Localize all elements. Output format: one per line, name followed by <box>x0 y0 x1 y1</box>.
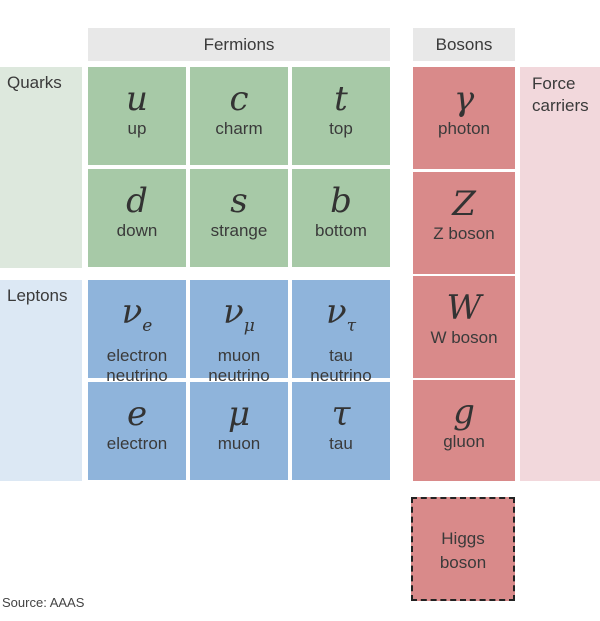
particle-name: tau <box>329 434 353 453</box>
symbol-subscript: τ <box>346 315 357 336</box>
particle-symbol: νμ <box>223 292 255 336</box>
symbol-subscript: μ <box>243 315 255 336</box>
quarks-label: Quarks <box>0 67 82 268</box>
fermions-header: Fermions <box>88 28 390 61</box>
particle-symbol: u <box>126 79 148 119</box>
particle-name: muon <box>217 434 261 453</box>
particle-name: strange <box>210 221 268 240</box>
higgs-boson-cell: Higgs boson <box>411 497 515 601</box>
particle-symbol: g <box>453 392 475 432</box>
particle-name: top <box>329 119 353 138</box>
particle-symbol: Z <box>452 184 476 224</box>
bosons-header: Bosons <box>413 28 515 61</box>
particle-symbol: d <box>126 181 148 221</box>
leptons-label: Leptons <box>0 280 82 481</box>
force-carriers-label: Force carriers <box>520 67 600 481</box>
lepton-cell: νe electron neutrino <box>88 280 186 385</box>
particle-name: electron <box>106 434 168 453</box>
particle-symbol: s <box>230 181 248 221</box>
particle-name: charm <box>215 119 263 138</box>
particle-symbol: t <box>334 79 348 119</box>
particle-name: tau neutrino <box>310 345 372 385</box>
symbol-subscript: e <box>142 315 153 336</box>
particle-symbol: τ <box>331 394 351 434</box>
source-note: Source: AAAS <box>2 595 85 610</box>
particle-symbol: b <box>330 181 352 221</box>
lepton-cell: ντ tau neutrino <box>292 280 390 385</box>
particle-name: gluon <box>443 432 485 451</box>
particle-name: up <box>127 119 147 138</box>
particle-name: W boson <box>430 328 498 347</box>
particle-symbol: W <box>446 288 482 328</box>
particle-symbol: e <box>126 394 148 434</box>
particle-name: photon <box>438 119 490 138</box>
particle-symbol: γ <box>453 79 475 119</box>
particle-symbol: νe <box>121 292 153 336</box>
particle-symbol: ντ <box>325 292 357 336</box>
particle-name: muon neutrino <box>208 345 270 385</box>
lepton-cell: νμ muon neutrino <box>190 280 288 385</box>
particle-symbol: μ <box>227 394 251 434</box>
particle-symbol: c <box>229 79 249 119</box>
particle-name: Z boson <box>433 224 495 243</box>
particle-name: down <box>116 221 158 240</box>
particle-name: bottom <box>315 221 367 240</box>
particle-name: electron neutrino <box>106 345 168 385</box>
